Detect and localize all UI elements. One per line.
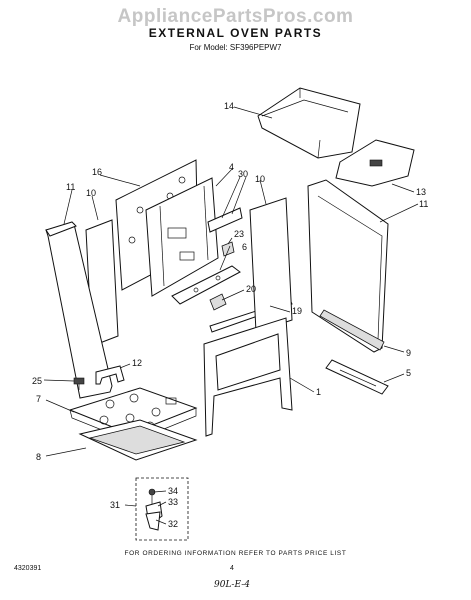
callout-30: 30 (238, 169, 248, 179)
callout-10-left: 10 (86, 188, 96, 198)
part-side-panel-10-right (249, 197, 293, 333)
callout-19: 19 (292, 306, 302, 316)
callout-12: 12 (132, 358, 142, 368)
part-bracket-6 (171, 265, 241, 305)
part-panel-13 (335, 139, 415, 187)
callout-4: 4 (229, 162, 234, 172)
callout-33: 33 (168, 497, 178, 507)
callout-labels: 14 4 16 30 10 13 11 11 10 23 6 20 19 12 … (32, 101, 428, 529)
ordering-note: FOR ORDERING INFORMATION REFER TO PARTS … (124, 550, 347, 557)
callout-34: 34 (168, 486, 178, 496)
page-number: 4 (230, 565, 234, 572)
part-20 (209, 293, 227, 311)
part-side-panel-11-right (307, 179, 389, 353)
part-frame (145, 177, 219, 297)
callout-23: 23 (234, 229, 244, 239)
part-front-frame (203, 317, 293, 437)
callout-20: 20 (246, 284, 256, 294)
callout-6: 6 (242, 242, 247, 252)
callout-1: 1 (316, 387, 321, 397)
callout-16: 16 (92, 167, 102, 177)
watermark: AppliancePartsPros.com (117, 6, 354, 27)
handwritten-signature: 90L-E-4 (214, 580, 250, 590)
callout-10-right: 10 (255, 174, 265, 184)
callout-31: 31 (110, 500, 120, 510)
leader-lines (43, 106, 419, 525)
page-title: EXTERNAL OVEN PARTS (148, 26, 323, 40)
model-label: For Model: SF396PEPW7 (189, 43, 282, 52)
part-top-panel (257, 87, 361, 159)
callout-25: 25 (32, 376, 42, 386)
callout-9: 9 (406, 348, 411, 358)
document-number: 4320391 (14, 565, 42, 572)
callout-32: 32 (168, 519, 178, 529)
callout-13: 13 (416, 187, 426, 197)
callout-11-left: 11 (66, 182, 75, 192)
callout-5: 5 (406, 368, 411, 378)
part-side-panel-11-left (45, 221, 113, 399)
callout-7: 7 (36, 394, 41, 404)
part-cooktop-7 (68, 387, 198, 443)
part-30 (207, 207, 243, 233)
part-rod-9 (319, 309, 385, 351)
callout-11-right: 11 (419, 199, 428, 209)
part-bracket-12 (95, 365, 125, 385)
callout-8: 8 (36, 452, 41, 462)
part-rail-5 (325, 359, 389, 395)
part-23 (221, 241, 235, 257)
callout-14: 14 (224, 101, 234, 111)
part-pan-8 (78, 419, 198, 461)
part-group-31 (135, 477, 189, 541)
